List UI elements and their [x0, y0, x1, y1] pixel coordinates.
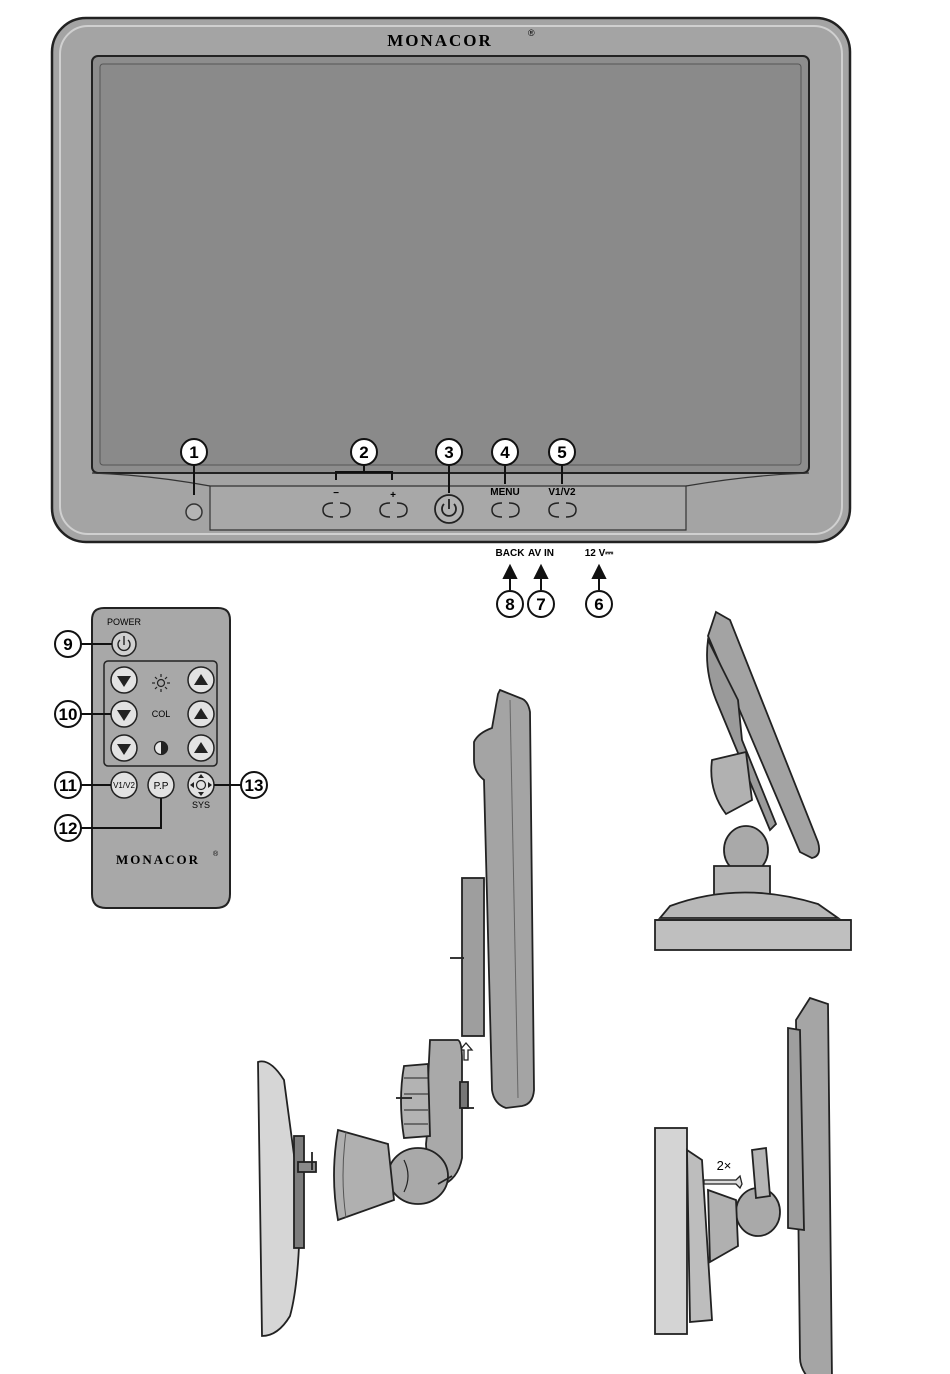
minus-label: −	[333, 488, 339, 499]
wall-screw-view	[655, 998, 832, 1374]
callout-13: 13	[245, 776, 264, 795]
power-button[interactable]	[435, 495, 463, 523]
desk-view	[655, 612, 851, 950]
connector-arrows	[504, 566, 605, 590]
callout-9: 9	[63, 635, 72, 654]
callout-7: 7	[536, 595, 545, 614]
col-label: COL	[152, 709, 171, 719]
ir-sensor	[186, 504, 202, 520]
sys-label: SYS	[192, 800, 210, 810]
callout-1: 1	[189, 443, 198, 462]
monitor-brand-logo: MONACOR	[387, 31, 493, 50]
remote-control: POWER COL V1/V2	[92, 608, 230, 908]
callout-6: 6	[594, 595, 603, 614]
back-label: BACK	[496, 548, 526, 559]
remote-v1v2-button[interactable]: V1/V2	[111, 772, 137, 798]
monitor-brand-reg: ®	[528, 28, 535, 38]
contrast-icon	[155, 742, 168, 755]
callout-10: 10	[59, 705, 78, 724]
avin-label: AV IN	[528, 548, 554, 559]
callout-5: 5	[557, 443, 566, 462]
callout-2: 2	[359, 443, 368, 462]
remote-sys-button[interactable]	[188, 772, 214, 798]
callout-3: 3	[444, 443, 453, 462]
remote-brand-reg: ®	[213, 850, 219, 858]
callout-4: 4	[500, 443, 510, 462]
menu-label: MENU	[490, 487, 519, 498]
callout-8: 8	[505, 595, 514, 614]
remote-v1v2-label: V1/V2	[113, 781, 135, 790]
screw-count-label: 2×	[717, 1158, 732, 1173]
remote-pp-button[interactable]: P.P	[148, 772, 174, 798]
v1v2-label: V1/V2	[548, 487, 576, 498]
power12v-label: 12 V⎓	[585, 548, 614, 559]
remote-pp-label: P.P	[154, 781, 169, 792]
brightness-down-button[interactable]	[111, 667, 137, 693]
brightness-up-button[interactable]	[188, 667, 214, 693]
side-view-suction-mount	[258, 690, 534, 1336]
callout-12: 12	[59, 819, 78, 838]
callout-11: 11	[59, 776, 77, 795]
color-down-button[interactable]	[111, 701, 137, 727]
contrast-down-button[interactable]	[111, 735, 137, 761]
remote-power-button[interactable]	[112, 632, 136, 656]
color-up-button[interactable]	[188, 701, 214, 727]
contrast-up-button[interactable]	[188, 735, 214, 761]
screw-icon	[704, 1176, 742, 1188]
plus-label: +	[390, 490, 396, 501]
remote-brand-logo: MONACOR	[116, 852, 200, 867]
remote-power-label: POWER	[107, 617, 142, 627]
